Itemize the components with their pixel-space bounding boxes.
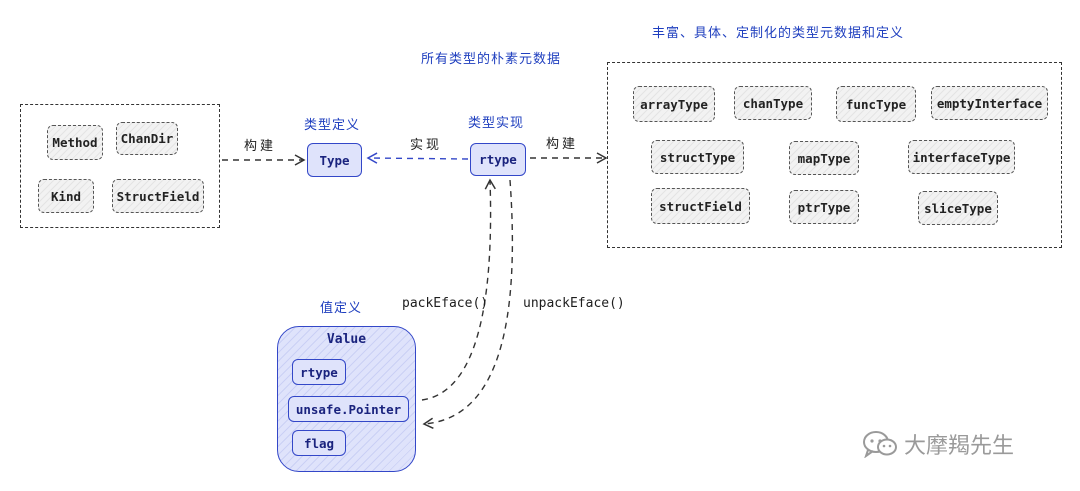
left-meta-group xyxy=(20,104,220,228)
note-all-types-meta: 所有类型的朴素元数据 xyxy=(421,52,562,67)
chip-chantype: chanType xyxy=(734,86,812,120)
implement-arrow xyxy=(366,152,469,164)
pack-eface-arrow xyxy=(421,178,496,401)
chip-emptyinterface: emptyInterface xyxy=(931,86,1048,120)
chip-ptrtype: ptrType xyxy=(789,190,859,224)
wechat-icon xyxy=(862,430,898,459)
chip-structfield: StructField xyxy=(112,179,204,213)
value-field-flag: flag xyxy=(292,430,346,456)
chip-kind: Kind xyxy=(38,179,94,213)
value-field-rtype: rtype xyxy=(292,359,346,385)
value-title: Value xyxy=(326,332,367,347)
note-type-impl: 类型实现 xyxy=(468,116,525,131)
chip-interfacetype: interfaceType xyxy=(908,140,1015,174)
watermark-text: 大摩羯先生 xyxy=(904,434,1015,459)
label-implement: 实现 xyxy=(410,138,443,153)
label-build-left: 构建 xyxy=(244,139,277,154)
node-type: Type xyxy=(307,143,362,177)
label-unpack-eface: unpackEface() xyxy=(523,296,625,311)
chip-arraytype: arrayType xyxy=(633,86,715,122)
chip-maptype: mapType xyxy=(789,141,859,175)
chip-chandir: ChanDir xyxy=(116,122,178,155)
label-build-right: 构建 xyxy=(546,137,579,152)
label-pack-eface: packEface() xyxy=(402,296,489,311)
chip-structfield-right: structField xyxy=(651,188,750,224)
chip-slicetype: sliceType xyxy=(918,191,998,225)
note-rich-types-meta: 丰富、具体、定制化的类型元数据和定义 xyxy=(652,26,905,41)
note-value-def: 值定义 xyxy=(320,301,363,316)
value-field-unsafe-pointer: unsafe.Pointer xyxy=(288,396,409,422)
chip-functype: funcType xyxy=(836,86,916,122)
unpack-eface-arrow xyxy=(422,179,514,429)
chip-method: Method xyxy=(47,125,103,160)
chip-structtype: structType xyxy=(651,140,744,174)
node-rtype: rtype xyxy=(470,143,526,176)
note-type-def: 类型定义 xyxy=(304,118,361,133)
right-meta-group xyxy=(607,62,1062,248)
